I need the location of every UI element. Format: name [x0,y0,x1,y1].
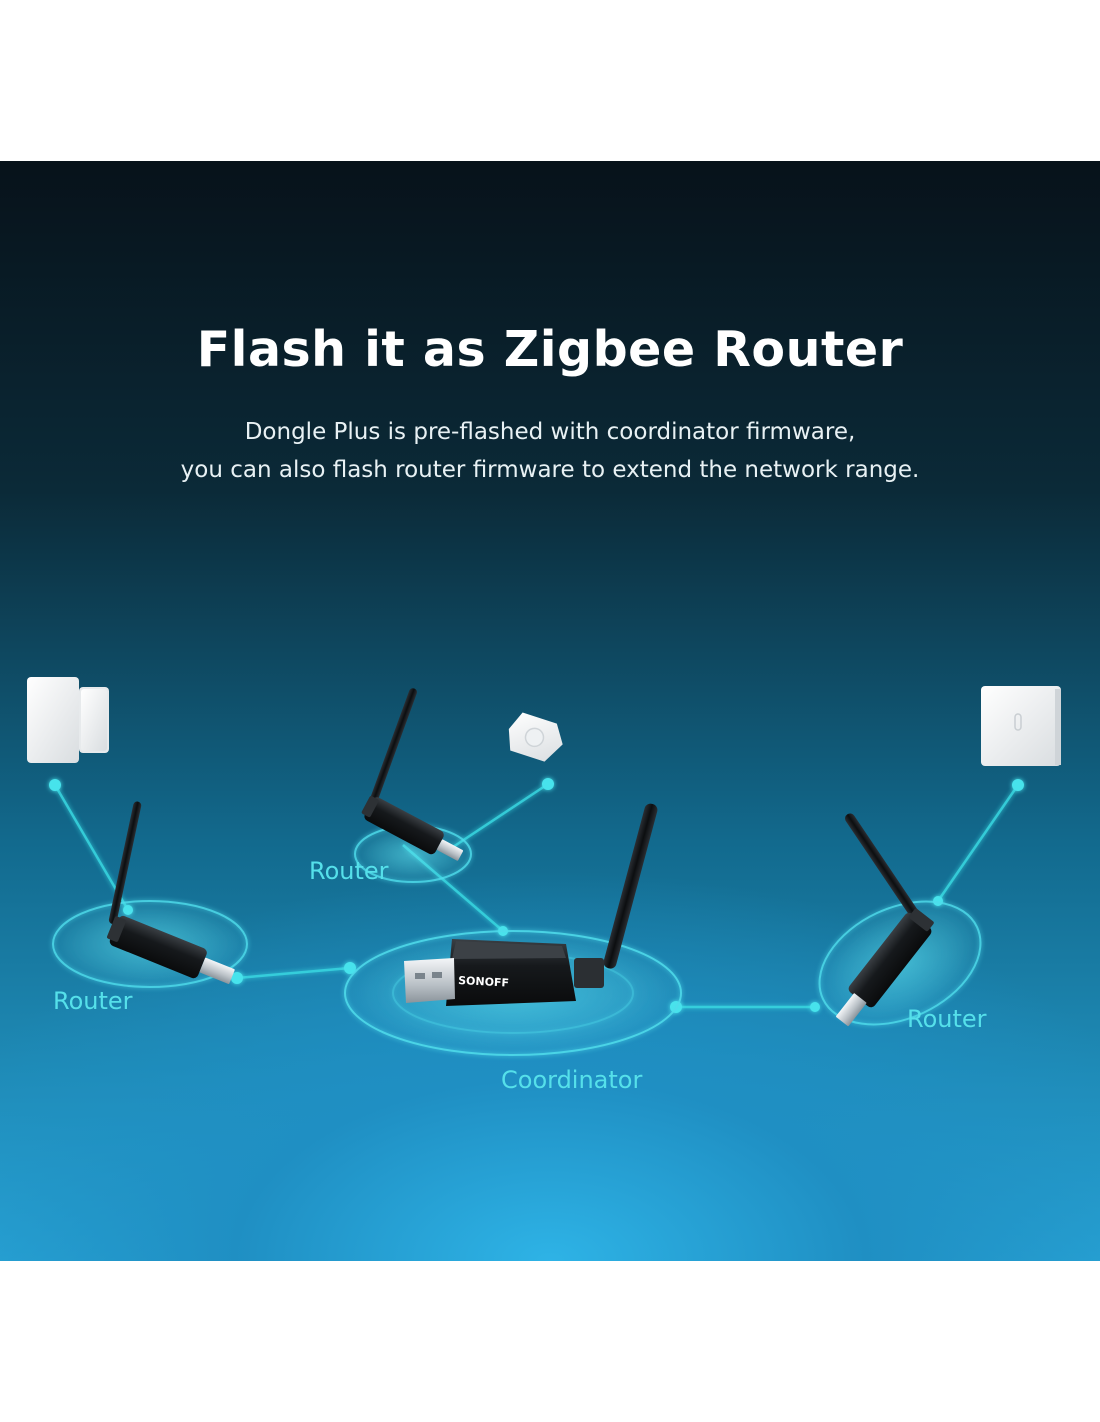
coverage-rings [52,825,982,1056]
link-right-sensor [936,784,1020,902]
dot-right-sensor [1012,779,1024,791]
dot-right-router [810,1002,820,1012]
label-coordinator: Coordinator [501,1066,643,1094]
dot-top-sensor [542,778,554,790]
label-router-top: Router [309,857,389,885]
router-dongle-top [361,688,464,861]
link-left-router-coordinator [236,966,351,980]
label-router-left: Router [53,987,133,1015]
banner: Flash it as Zigbee Router Dongle Plus is… [0,161,1100,1261]
subtitle: Dongle Plus is pre-flashed with coordina… [0,413,1100,489]
network-diagram: SONOFF [27,677,1061,1056]
label-router-right: Router [907,1005,987,1033]
temperature-sensor-device [981,686,1061,766]
router-dongle-right [836,813,934,1027]
door-sensor-device [27,677,109,763]
link-top-sensor [449,782,549,851]
coordinator-dongle: SONOFF [404,803,658,1006]
dot-coordinator-left [344,962,356,974]
dot-left-sensor [49,779,61,791]
headline: Flash it as Zigbee Router [196,321,904,378]
coordinator-brand-logo: SONOFF [458,974,509,990]
motion-sensor-device [508,712,563,762]
subtitle-line-1: Dongle Plus is pre-flashed with coordina… [244,419,856,445]
dot-left-router [231,972,243,984]
subtitle-line-2: you can also flash router firmware to ex… [180,457,920,483]
router-dongle-left [107,801,235,984]
